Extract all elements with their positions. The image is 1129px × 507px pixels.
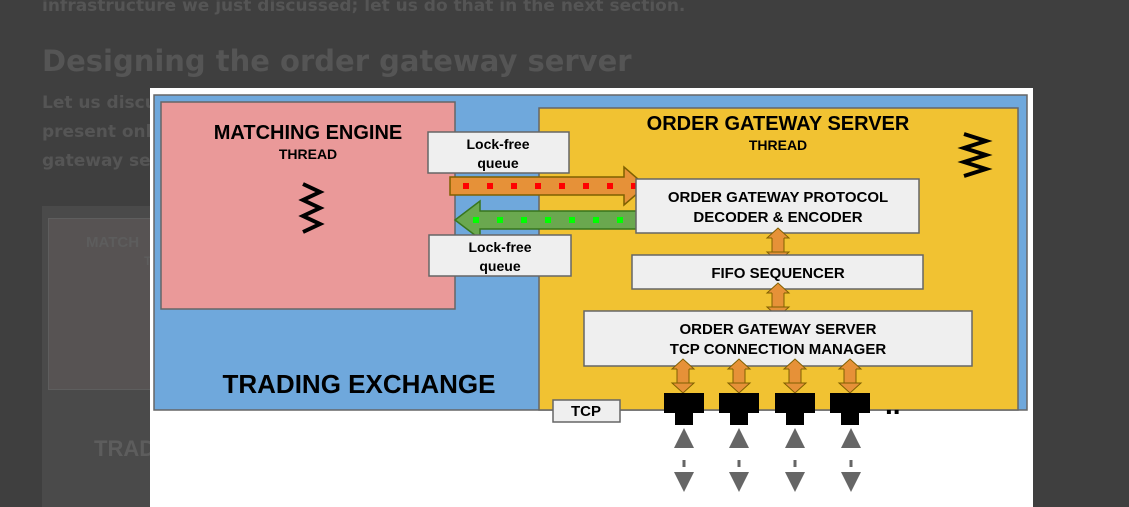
thread-squiggle-icon <box>957 132 993 178</box>
background-figure-text: TRAD <box>94 436 156 461</box>
order-gateway-title: ORDER GATEWAY SERVER <box>647 113 910 135</box>
background-figure-text: T <box>144 254 152 268</box>
matching-engine-box <box>160 101 456 310</box>
figure-overlay: MATCHING ENGINE THREAD ORDER GATEWAY SER… <box>150 88 1033 507</box>
background-figure-box <box>48 218 160 390</box>
queue-top-line1: Lock-free <box>466 136 529 152</box>
protocol-box-line2: DECODER & ENCODER <box>693 209 862 226</box>
network-socket-icon <box>830 393 870 425</box>
queue-bottom-line1: Lock-free <box>468 239 531 255</box>
matching-engine-subtitle: THREAD <box>279 146 337 162</box>
lock-free-queue-bottom <box>428 234 572 277</box>
network-socket-icon <box>664 393 704 425</box>
network-socket-icon <box>719 393 759 425</box>
queue-bottom-line2: queue <box>479 258 520 274</box>
orange-queue-arrow <box>449 165 648 207</box>
protocol-box-line1: ORDER GATEWAY PROTOCOL <box>668 189 888 206</box>
green-queue-dots <box>473 217 623 223</box>
background-paragraph: infrastructure we just discussed; let us… <box>42 0 686 16</box>
red-queue-dots <box>463 183 637 189</box>
tcp-connection-manager-box <box>583 310 973 367</box>
tcp-label-box <box>552 399 621 423</box>
protocol-decoder-encoder-box <box>635 178 920 234</box>
network-socket-icon <box>775 393 815 425</box>
order-gateway-subtitle: THREAD <box>749 137 807 153</box>
trading-exchange-label: TRADING EXCHANGE <box>222 369 495 399</box>
background-heading: Designing the order gateway server <box>42 44 632 78</box>
background-line: present only <box>42 122 163 142</box>
architecture-diagram: MATCHING ENGINE THREAD ORDER GATEWAY SER… <box>153 94 1028 492</box>
network-link-arrow-icon <box>841 428 861 492</box>
thread-squiggle-icon <box>298 182 325 234</box>
fifo-sequencer-label: FIFO SEQUENCER <box>711 265 845 282</box>
more-connections-ellipsis: .. <box>885 389 901 420</box>
background-figure-text: MATCH <box>86 234 140 251</box>
tcp-manager-line1: ORDER GATEWAY SERVER <box>680 321 877 338</box>
matching-engine-title: MATCHING ENGINE <box>214 122 403 144</box>
lock-free-queue-top <box>427 131 570 174</box>
background-line: Let us discus <box>42 93 167 113</box>
tcp-manager-line2: TCP CONNECTION MANAGER <box>670 341 887 358</box>
network-link-arrow-icon <box>785 428 805 492</box>
network-link-arrow-icon <box>674 428 694 492</box>
queue-top-line2: queue <box>477 155 518 171</box>
network-link-arrow-icon <box>729 428 749 492</box>
tcp-label: TCP <box>571 403 601 420</box>
green-queue-arrow <box>453 199 656 241</box>
background-line: gateway ser <box>42 151 159 171</box>
